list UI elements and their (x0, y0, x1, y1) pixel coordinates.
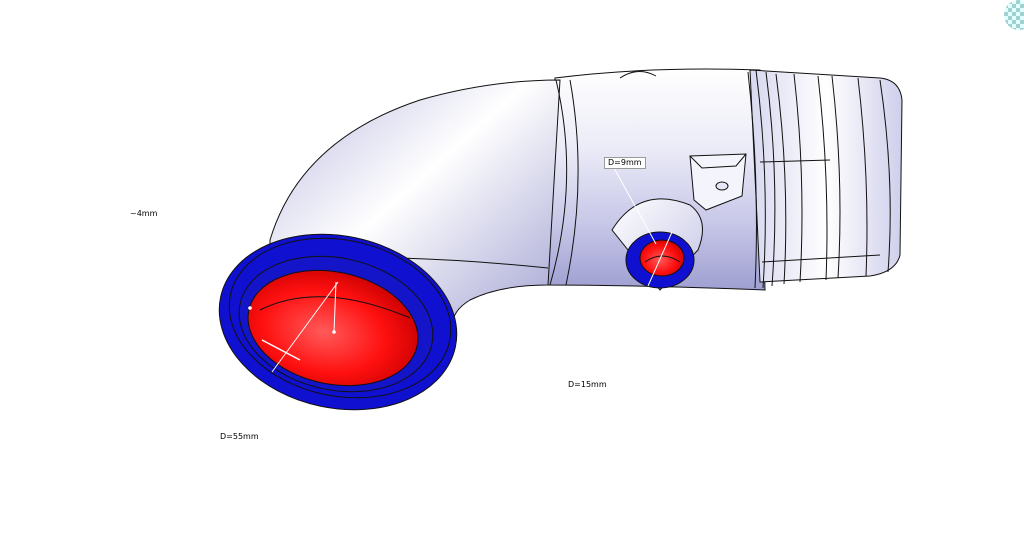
pipe-body (544, 68, 766, 291)
rib-lines (747, 69, 891, 289)
top-boss (619, 71, 657, 79)
side-port (611, 167, 703, 291)
compass-icon[interactable] (1004, 0, 1024, 30)
dimension-wall-thickness: ~4mm (130, 209, 158, 218)
inlet-flange (218, 233, 458, 411)
mounting-tab (689, 153, 747, 211)
dimension-inlet-diameter: D=55mm (220, 432, 259, 441)
dimension-port-outer-diameter: D=15mm (568, 380, 607, 389)
elbow-seam-lines (399, 79, 579, 286)
dimension-port-inner-diameter: D=9mm (604, 157, 646, 169)
